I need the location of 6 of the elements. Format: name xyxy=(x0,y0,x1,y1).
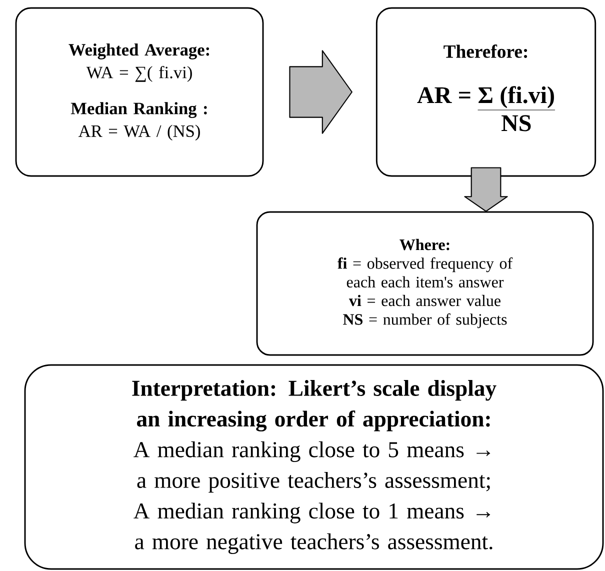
block-arrow xyxy=(464,167,508,212)
formula-box: Weighted Average: WA = ∑( fi.vi) Median Ranking : AR = WA / (NS) xyxy=(15,7,264,177)
formula-box: Therefore: AR = Σ (fi.vi) NS xyxy=(376,7,596,177)
definition-box: Where: fi = observed frequency of each each item's answer vi = each answer value NS = number of subjects xyxy=(256,211,594,356)
interpretation-box: Interpretation: Likert’s scale display an increasing order of appreciation: A median ranking close to 5 means → a more positive teachers’s assessment; A median ranking close to 1 means → a more negative teachers’s assessment. xyxy=(24,364,604,570)
block-arrow xyxy=(289,50,352,134)
